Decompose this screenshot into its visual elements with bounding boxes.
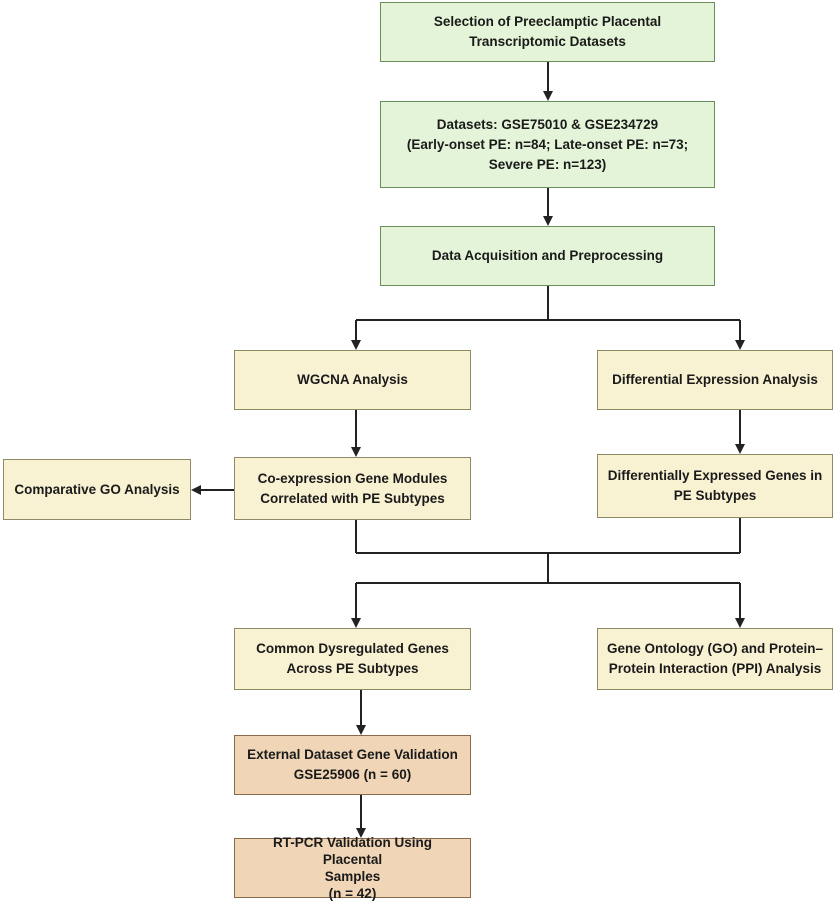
selection-line-2: Transcriptomic Datasets: [469, 34, 626, 49]
wgcna-box: WGCNA Analysis: [234, 350, 471, 410]
rtpcr-line-3: (n = 42): [328, 886, 377, 901]
external-line-1: External Dataset Gene Validation: [247, 747, 458, 762]
comparative-go-line-1: Comparative GO Analysis: [14, 481, 180, 497]
go-ppi-line-2: Protein Interaction (PPI) Analysis: [608, 661, 822, 676]
deg-line-1: Differentially Expressed Genes in: [607, 468, 823, 483]
deg-box: Differentially Expressed Genes in PE Sub…: [597, 454, 833, 518]
coexpression-line-2: Correlated with PE Subtypes: [260, 490, 445, 506]
datasets-line-2: (Early-onset PE: n=84; Late-onset PE: n=…: [406, 136, 689, 152]
wgcna-line-1: WGCNA Analysis: [297, 372, 408, 387]
rtpcr-validation-box: RT-PCR Validation Using Placental Sample…: [234, 835, 471, 901]
datasets-box: Datasets: GSE75010 & GSE234729 (Early-on…: [380, 101, 715, 188]
comparative-go-box: Comparative GO Analysis: [3, 459, 191, 520]
external-validation-box: External Dataset Gene Validation GSE2590…: [234, 735, 471, 795]
coexpression-line-1: Co-expression Gene Modules: [257, 470, 448, 486]
rtpcr-line-2: Samples: [324, 869, 381, 884]
go-ppi-box: Gene Ontology (GO) and Protein– Protein …: [597, 628, 833, 690]
common-box: Common Dysregulated Genes Across PE Subt…: [234, 628, 471, 690]
rtpcr-line-1: RT-PCR Validation Using Placental: [272, 835, 432, 867]
selection-line-1: Selection of Preeclamptic Placental: [433, 14, 662, 29]
differential-line-1: Differential Expression Analysis: [612, 372, 818, 387]
datasets-line-1: Datasets: GSE75010 & GSE234729: [436, 116, 659, 132]
go-ppi-line-1: Gene Ontology (GO) and Protein–: [606, 641, 823, 656]
acquisition-line-1: Data Acquisition and Preprocessing: [431, 248, 664, 263]
external-line-2: GSE25906 (n = 60): [293, 767, 412, 782]
differential-box: Differential Expression Analysis: [597, 350, 833, 410]
coexpression-box: Co-expression Gene Modules Correlated wi…: [234, 457, 471, 520]
selection-box: Selection of Preeclamptic Placental Tran…: [380, 2, 715, 62]
acquisition-box: Data Acquisition and Preprocessing: [380, 226, 715, 286]
datasets-line-3: Severe PE: n=123): [488, 156, 607, 172]
common-line-1: Common Dysregulated Genes: [256, 641, 449, 656]
deg-line-2: PE Subtypes: [673, 488, 757, 503]
common-line-2: Across PE Subtypes: [286, 661, 419, 676]
